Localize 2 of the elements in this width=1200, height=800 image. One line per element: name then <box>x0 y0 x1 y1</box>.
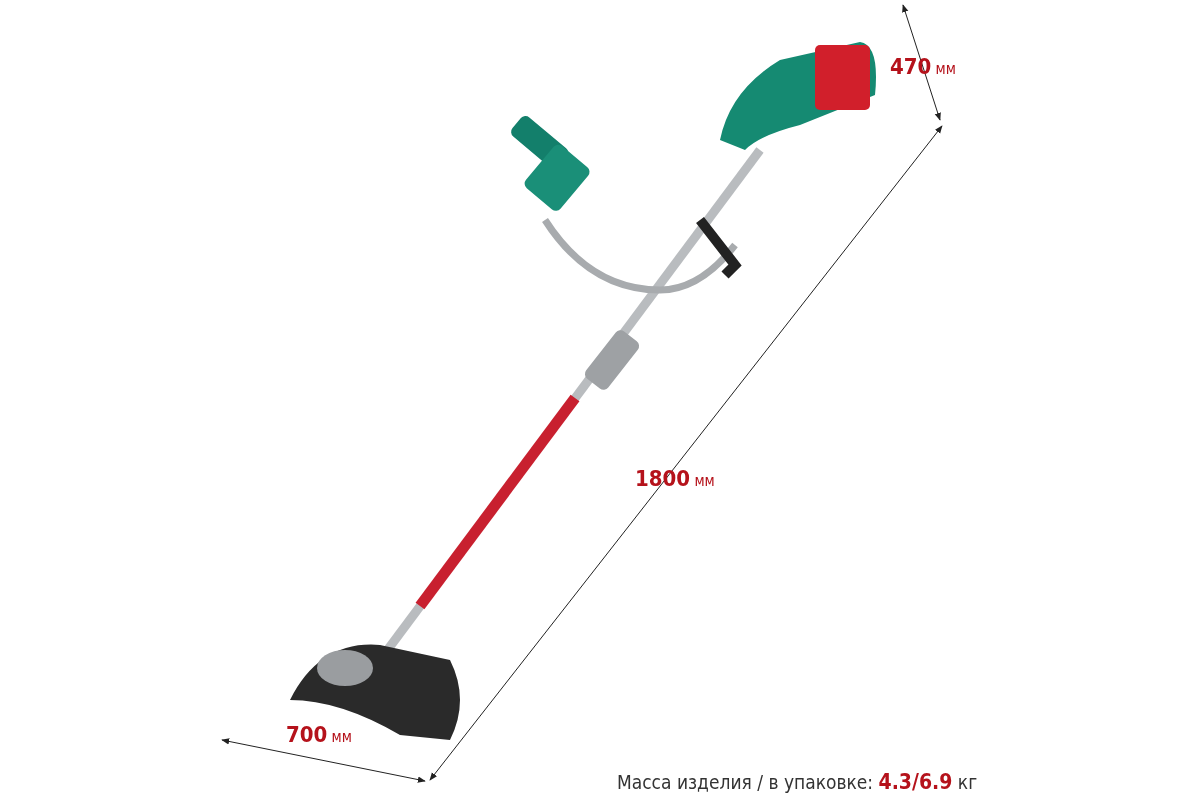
dimension-label: 700 мм <box>286 724 352 746</box>
weight-note: Масса изделия / в упаковке: 4.3/6.9 кг <box>617 772 978 793</box>
